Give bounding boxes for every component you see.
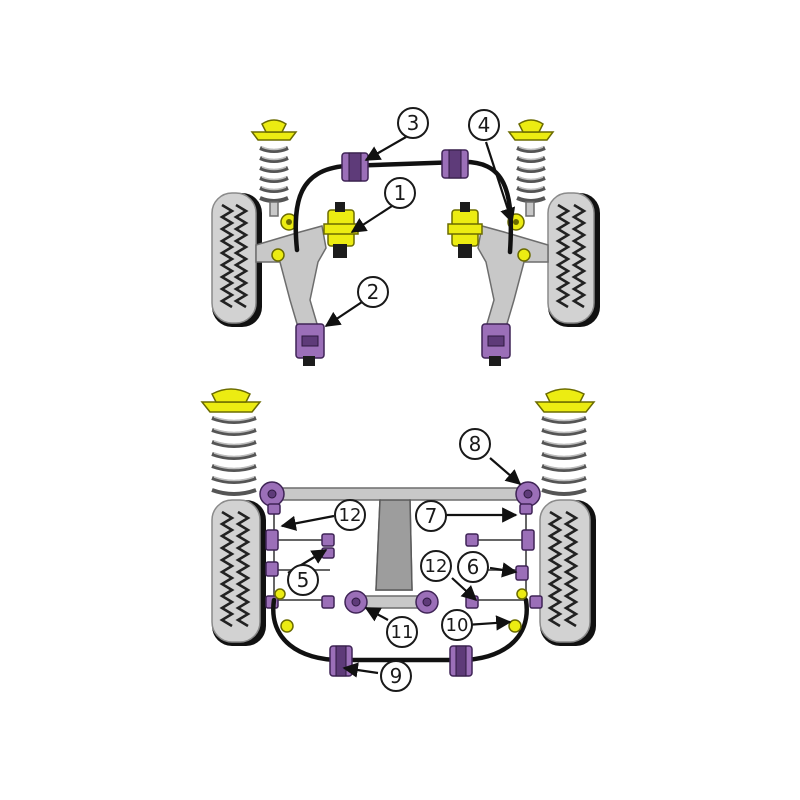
- callout-7-label: 7: [425, 504, 438, 528]
- rear-anti-roll-bar-bush-right: [449, 645, 473, 677]
- callout-5: 5: [287, 564, 319, 596]
- rear-axle: [200, 388, 596, 677]
- front-right-wishbone: [477, 213, 549, 335]
- callout-5-label: 5: [297, 568, 310, 592]
- callout-4: 4: [468, 109, 500, 141]
- rear-right-links: [465, 503, 543, 609]
- callout-9-label: 9: [390, 664, 403, 688]
- front-anti-roll-bar-bush-right: [441, 149, 469, 179]
- rear-anti-roll-bar: [271, 597, 529, 663]
- callout-6-label: 6: [467, 555, 480, 579]
- rear-anti-roll-bar-bush-left: [329, 645, 353, 677]
- front-wishbone-front-bush-right: [447, 202, 483, 258]
- callout-8-label: 8: [469, 432, 482, 456]
- front-axle: [211, 119, 600, 366]
- callout-12-lower: 12: [420, 550, 452, 582]
- callout-3: 3: [397, 107, 429, 139]
- front-left-spring: [250, 119, 298, 217]
- front-left-wishbone: [255, 213, 327, 335]
- callout-12-upper: 12: [334, 499, 366, 531]
- callout-1: 1: [384, 177, 416, 209]
- front-right-tyre: [547, 192, 600, 327]
- rear-left-spring: [200, 388, 262, 496]
- front-anti-roll-bar-bush-left: [341, 152, 369, 182]
- callout-6: 6: [457, 551, 489, 583]
- front-right-spring: [507, 119, 555, 217]
- callout-12-lower-label: 12: [425, 556, 448, 577]
- rear-right-tyre: [539, 499, 596, 646]
- callout-arrows: [280, 136, 522, 678]
- callout-7: 7: [415, 500, 447, 532]
- callout-2-label: 2: [367, 280, 380, 304]
- callout-1-label: 1: [394, 181, 407, 205]
- rear-left-tyre: [211, 499, 266, 646]
- callout-3-label: 3: [407, 111, 420, 135]
- callout-9: 9: [380, 660, 412, 692]
- rear-crossmember: [259, 481, 541, 591]
- callout-10-label: 10: [446, 615, 469, 636]
- callout-2: 2: [357, 276, 389, 308]
- rear-diff-mount: [344, 590, 439, 614]
- callout-12-upper-label: 12: [339, 505, 362, 526]
- callout-11: 11: [386, 616, 418, 648]
- callout-10: 10: [441, 609, 473, 641]
- callout-8: 8: [459, 428, 491, 460]
- front-wishbone-rear-bush-left: [295, 323, 325, 366]
- front-left-tyre: [211, 192, 262, 327]
- callout-4-label: 4: [478, 113, 491, 137]
- front-wishbone-rear-bush-right: [481, 323, 511, 366]
- rear-right-spring: [534, 388, 596, 496]
- callout-11-label: 11: [391, 622, 414, 643]
- front-anti-roll-bar: [293, 159, 514, 255]
- rear-roll-bar-link-right: [508, 588, 528, 633]
- front-wishbone-front-bush-left: [323, 202, 359, 258]
- rear-roll-bar-link-left: [274, 588, 294, 633]
